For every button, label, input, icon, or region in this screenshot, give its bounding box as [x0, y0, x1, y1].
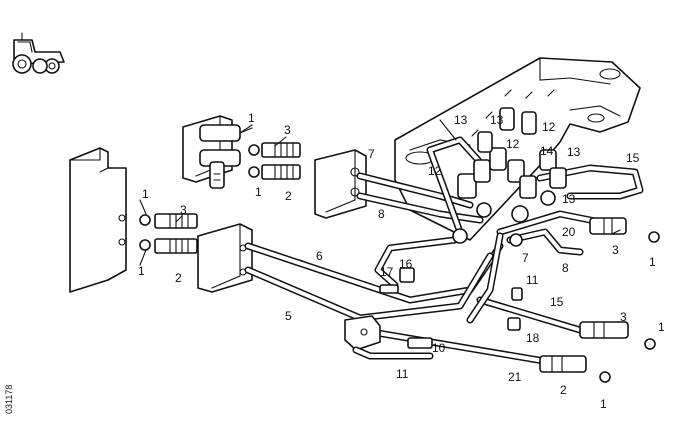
callout-2: 2 — [175, 271, 182, 285]
callout-2: 2 — [285, 189, 292, 203]
callout-13: 13 — [454, 113, 468, 127]
callout-3: 3 — [180, 203, 187, 217]
callout-1: 1 — [600, 397, 607, 411]
callout-21: 21 — [508, 370, 522, 384]
callout-16: 16 — [399, 257, 413, 271]
tractor-icon — [12, 32, 65, 74]
middle-plate-block — [314, 149, 367, 219]
valve-fittings-cluster — [452, 89, 567, 247]
callout-11: 11 — [396, 367, 409, 381]
callout-7: 7 — [522, 251, 529, 265]
callout-3: 3 — [612, 243, 619, 257]
callout-1: 1 — [658, 320, 665, 334]
callout-7: 7 — [368, 147, 375, 161]
callout-1: 1 — [138, 264, 145, 278]
callout-13: 13 — [562, 192, 576, 206]
callout-12: 12 — [506, 137, 520, 151]
callout-18: 18 — [526, 331, 540, 345]
pipe-assembly — [244, 136, 644, 366]
callout-1: 1 — [142, 187, 149, 201]
callout-10: 10 — [432, 341, 446, 355]
callout-8: 8 — [378, 207, 385, 221]
callout-3: 3 — [284, 123, 291, 137]
callout-1: 1 — [248, 111, 255, 125]
callout-13: 13 — [567, 145, 581, 159]
callout-15: 15 — [550, 295, 564, 309]
callout-15: 15 — [626, 151, 640, 165]
callout-11: 11 — [526, 273, 539, 287]
callout-12: 12 — [542, 120, 556, 134]
lower-plate-block — [197, 223, 253, 293]
callout-3: 3 — [620, 310, 627, 324]
left-mounting-block — [69, 147, 127, 293]
mounting-bracket — [344, 315, 434, 360]
callout-17: 17 — [380, 265, 394, 279]
callout-5: 5 — [285, 309, 292, 323]
callout-20: 20 — [562, 225, 576, 239]
quick-coupler-valve-upper — [199, 124, 253, 189]
nipple-fittings-lower — [139, 213, 198, 254]
callout-labels: 1 3 1 2 7 8 1 3 1 2 6 5 13 13 12 12 14 1… — [138, 111, 665, 411]
small-fittings — [379, 267, 523, 331]
figure-reference-code: 031178 — [4, 385, 14, 414]
callout-13: 13 — [490, 113, 504, 127]
callout-14: 14 — [540, 144, 554, 158]
nipple-fittings-upper — [248, 142, 301, 180]
callout-6: 6 — [316, 249, 323, 263]
callout-2: 2 — [560, 383, 567, 397]
callout-1: 1 — [649, 255, 656, 269]
quick-couplers-right — [539, 217, 660, 383]
callout-12: 12 — [428, 164, 442, 178]
callout-8: 8 — [562, 261, 569, 275]
callout-1: 1 — [255, 185, 262, 199]
